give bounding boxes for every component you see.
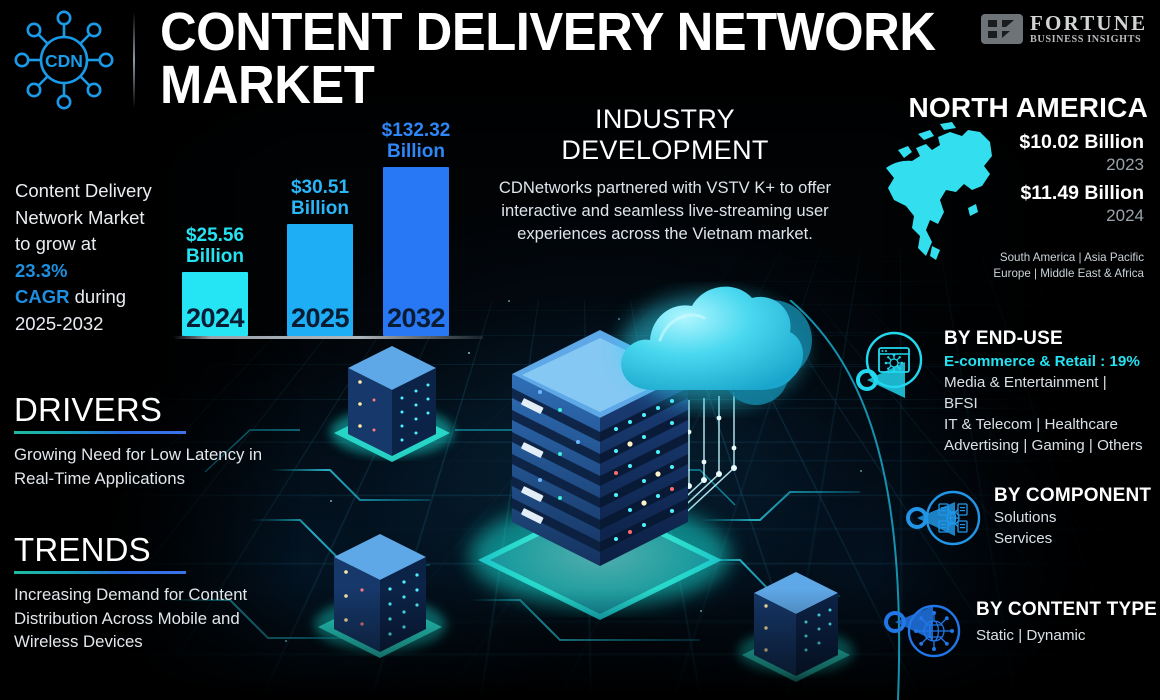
trends-block: TRENDS Increasing Demand for Content Dis… xyxy=(14,532,304,654)
bar-label-2025: $30.51 Billion xyxy=(290,177,350,219)
segment-item-end-use-3: Advertising | Gaming | Others xyxy=(944,437,1143,454)
drivers-underline xyxy=(14,431,186,434)
north-america-stats: $10.02 Billion 2023 $11.49 Billion 2024 xyxy=(939,131,1144,233)
during-text: during xyxy=(69,286,127,307)
server-tower-lower-right xyxy=(738,572,854,682)
brand-tagline: BUSINESS INSIGHTS xyxy=(1030,33,1142,45)
regions-line-1: South America | Asia Pacific xyxy=(999,251,1144,264)
cdn-logo-label: CDN xyxy=(45,51,83,71)
bar-year-2025: 2025 xyxy=(290,303,350,333)
bar-column-2032: $132.32 Billion 2032 xyxy=(382,120,450,336)
bar-column-2024: $25.56 Billion 2024 xyxy=(182,225,248,336)
page-title: CONTENT DELIVERY NETWORK MARKET xyxy=(160,2,936,115)
trends-underline xyxy=(14,571,186,574)
server-tower-upper-left xyxy=(330,346,454,462)
globe-network-icon xyxy=(907,604,961,658)
industry-heading-line2: DEVELOPMENT xyxy=(561,135,769,165)
industry-heading-line1: INDUSTRY xyxy=(595,104,735,134)
segment-heading-content-type: BY CONTENT TYPE xyxy=(976,599,1158,620)
drivers-body: Growing Need for Low Latency in Real-Tim… xyxy=(14,445,263,488)
sparkle xyxy=(700,610,702,612)
server-cluster-icon xyxy=(925,490,981,546)
segment-item-end-use-2: IT & Telecom | Healthcare xyxy=(944,416,1118,433)
segment-item-end-use-1: Media & Entertainment | BFSI xyxy=(944,374,1107,412)
blurb-line-3: to grow at xyxy=(15,233,97,254)
cloud-illustration xyxy=(620,286,812,406)
title-divider xyxy=(133,12,135,108)
bar-2025 xyxy=(287,224,353,336)
na-year-2024: 2024 xyxy=(1106,206,1144,225)
bar-year-2024: 2024 xyxy=(185,303,245,333)
sparkle xyxy=(508,300,510,302)
bar-label-2024: $25.56 Billion xyxy=(185,225,245,267)
segment-item-content-type-1: Static | Dynamic xyxy=(976,627,1086,644)
browser-window-network-icon xyxy=(865,331,923,389)
fb-monogram-icon xyxy=(981,14,1023,44)
north-america-title: NORTH AMERICA xyxy=(908,92,1148,123)
fortune-business-insights-logo: FORTUNE BUSINESS INSIGHTS xyxy=(980,8,1150,50)
regions-line-2: Europe | Middle East & Africa xyxy=(993,267,1144,280)
market-size-bar-chart: $25.56 Billion 2024 $30.51 Billion 2025 … xyxy=(165,120,495,350)
sparkle xyxy=(468,352,470,354)
cagr-value: 23.3% xyxy=(15,259,68,281)
bar-year-2032: 2032 xyxy=(386,303,446,333)
segment-item-component-2: Services xyxy=(994,530,1053,547)
segment-heading-end-use: BY END-USE xyxy=(944,328,1063,349)
segment-heading-component: BY COMPONENT xyxy=(994,485,1152,506)
sparkle xyxy=(330,500,332,502)
industry-heading: INDUSTRY DEVELOPMENT xyxy=(497,104,833,166)
segment-item-component-1: Solutions xyxy=(994,509,1057,526)
market-growth-blurb: Content Delivery Network Market to grow … xyxy=(15,178,180,337)
chart-baseline xyxy=(173,336,483,339)
blurb-line-2: Network Market xyxy=(15,206,145,228)
sparkle xyxy=(285,640,287,642)
drivers-block: DRIVERS Growing Need for Low Latency in … xyxy=(14,392,304,490)
brand-name: FORTUNE xyxy=(1030,10,1148,35)
bar-label-2032: $132.32 Billion xyxy=(381,120,451,162)
na-year-2023: 2023 xyxy=(1106,155,1144,174)
blurb-line-1: Content Delivery xyxy=(15,180,152,201)
trends-heading: TRENDS xyxy=(14,531,151,568)
industry-body: CDNetworks partnered with VSTV K+ to off… xyxy=(498,178,832,243)
bar-2024 xyxy=(182,272,248,336)
segment-highlight-end-use: E-commerce & Retail : 19% xyxy=(944,353,1140,370)
na-value-2024: $11.49 Billion xyxy=(1020,182,1144,204)
other-regions-list: South America | Asia Pacific Europe | Mi… xyxy=(929,250,1144,282)
cagr-label: CAGR xyxy=(15,286,70,307)
na-value-2023: $10.02 Billion xyxy=(1019,131,1144,153)
drivers-heading: DRIVERS xyxy=(14,391,163,428)
industry-development-block: INDUSTRY DEVELOPMENT CDNetworks partnere… xyxy=(497,104,833,245)
sparkle xyxy=(860,470,862,472)
bar-2032 xyxy=(383,167,449,336)
forecast-period: 2025-2032 xyxy=(15,312,104,334)
sparkle xyxy=(618,318,620,320)
north-america-map-icon xyxy=(886,122,992,260)
trends-body: Increasing Demand for Content Distributi… xyxy=(14,585,248,651)
bar-column-2025: $30.51 Billion 2025 xyxy=(287,177,353,336)
cdn-network-node-icon: CDN xyxy=(14,10,114,110)
